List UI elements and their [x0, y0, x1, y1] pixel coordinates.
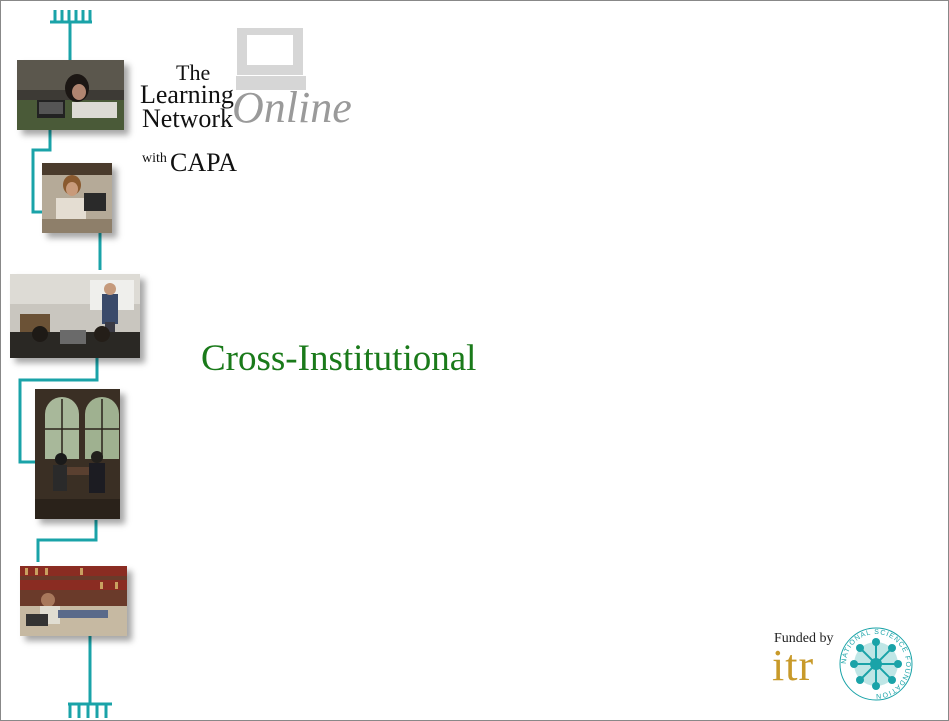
- photo-study-group-windows: [35, 389, 120, 519]
- logo-with: with: [142, 151, 167, 166]
- itr-logo-text: itr: [772, 641, 815, 690]
- logo-the: The: [176, 60, 211, 85]
- logo-network: Network: [142, 104, 233, 133]
- photo-student-at-desk: [42, 163, 112, 233]
- logo-capa: CAPA: [170, 148, 237, 177]
- nsf-seal-icon: NATIONAL SCIENCE FOUNDATION: [839, 627, 913, 701]
- logo-online-word: Online: [232, 83, 352, 132]
- funded-by-label: Funded by: [774, 631, 834, 646]
- photo-student-on-lawn: [17, 60, 124, 130]
- photo-lecture-classroom: [10, 274, 140, 358]
- photo-student-library: [20, 566, 127, 636]
- logo-learning: Learning: [140, 80, 234, 109]
- computer-monitor-icon: [236, 28, 306, 90]
- slide-headline: Cross-Institutional: [201, 338, 477, 379]
